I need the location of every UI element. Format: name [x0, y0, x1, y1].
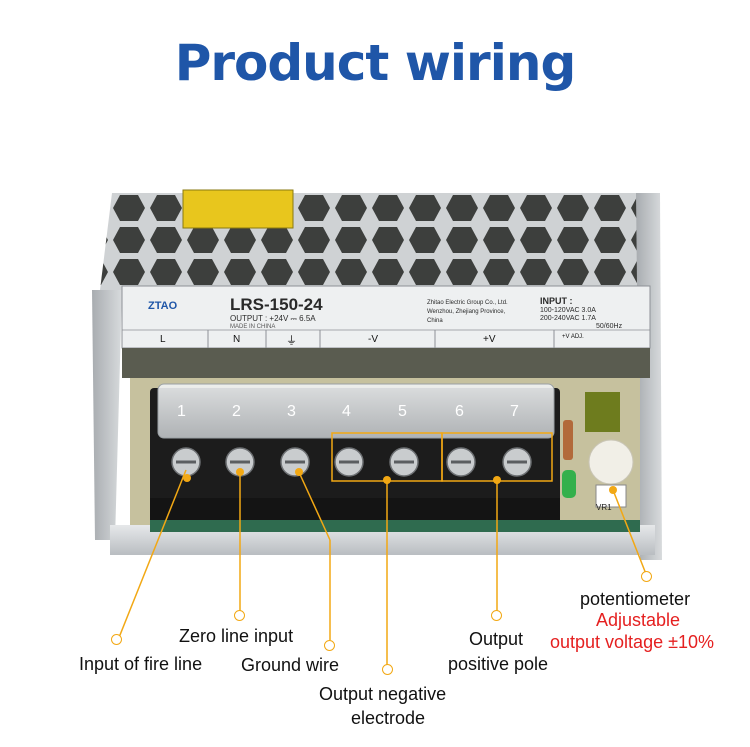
terminal-label-adj: +V ADJ. — [562, 334, 584, 340]
terminal-number-2: 2 — [232, 403, 241, 420]
maker-line-3: China — [427, 318, 443, 324]
output-voltage-label: output voltage ±10% — [550, 632, 714, 652]
ground-wire-label: Ground wire — [241, 655, 340, 675]
terminal-label-neg: -V — [368, 334, 378, 345]
input-line-1: 100-120VAC 3.0A — [540, 307, 596, 314]
ground-callout-dot — [324, 640, 335, 651]
terminal-label-n: N — [233, 334, 241, 345]
adjustable-label: Adjustable — [596, 610, 681, 630]
terminal-number-5: 5 — [398, 403, 407, 420]
potentiometer-callout-dot — [641, 571, 652, 582]
brand-logo: ZTAO — [148, 300, 178, 312]
zero-line-label: Zero line input — [179, 626, 294, 646]
maker-line-2: Wenzhou, Zhejiang Province, — [427, 309, 506, 315]
positive-label-1: Output — [469, 629, 524, 649]
terminal-label-ground: ⏚ — [286, 335, 297, 347]
terminal-number-7: 7 — [510, 403, 519, 420]
maker-line-1: Zhitao Electric Group Co., Ltd. — [427, 300, 508, 306]
negative-callout-dot — [382, 664, 393, 675]
potentiometer-label: potentiometer — [580, 589, 691, 609]
negative-label-2: electrode — [351, 708, 426, 728]
page-title: Product wiring — [174, 34, 577, 92]
negative-label-1: Output negative — [319, 684, 447, 704]
model-label: LRS-150-24 — [230, 295, 323, 314]
pcb-mark: VR1 — [596, 503, 612, 512]
terminal-number-4: 4 — [342, 403, 351, 420]
output-rating: OUTPUT : +24V ⎓ 6.5A — [230, 314, 316, 323]
terminal-number-6: 6 — [455, 403, 464, 420]
input-line-3: 50/60Hz — [596, 323, 623, 330]
zero-line-callout-dot — [234, 610, 245, 621]
input-line-2: 200-240VAC 1.7A — [540, 315, 596, 322]
terminal-number-3: 3 — [287, 403, 296, 420]
made-in-label: MADE IN CHINA — [230, 324, 276, 330]
terminal-label-l: L — [160, 334, 166, 345]
positive-label-2: positive pole — [448, 654, 549, 674]
fire-line-callout-dot — [111, 634, 122, 645]
fire-line-label: Input of fire line — [79, 654, 203, 674]
terminal-number-1: 1 — [177, 403, 186, 420]
input-title: INPUT : — [540, 296, 573, 306]
positive-callout-dot — [491, 610, 502, 621]
terminal-label-pos: +V — [483, 334, 496, 345]
